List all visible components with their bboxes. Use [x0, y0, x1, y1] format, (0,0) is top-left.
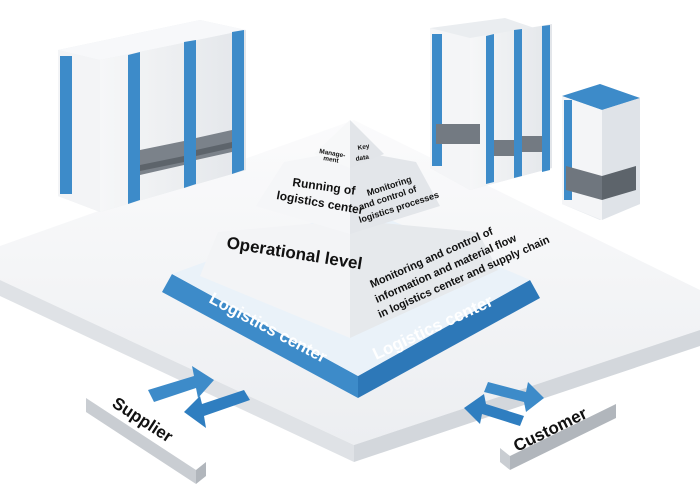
storage-unit-vending: [562, 84, 640, 220]
supplier-sign: [86, 390, 206, 484]
pyramid-tier-running: [256, 150, 440, 234]
tier1-right-line2: data: [355, 154, 370, 163]
tier1-left-line2: ment: [323, 155, 340, 165]
tier1-left-line1: Manage-: [319, 148, 346, 159]
supplier-arrows: [148, 366, 250, 428]
storage-cabinets-right: [430, 18, 552, 190]
tier1-right-line1: Key: [357, 143, 370, 152]
customer-sign: [500, 396, 616, 470]
customer-arrows: [464, 382, 544, 426]
pyramid-tier-operational: [200, 220, 498, 338]
storage-cabinets-left: [58, 20, 246, 212]
pyramid-tier-management: [314, 120, 384, 168]
